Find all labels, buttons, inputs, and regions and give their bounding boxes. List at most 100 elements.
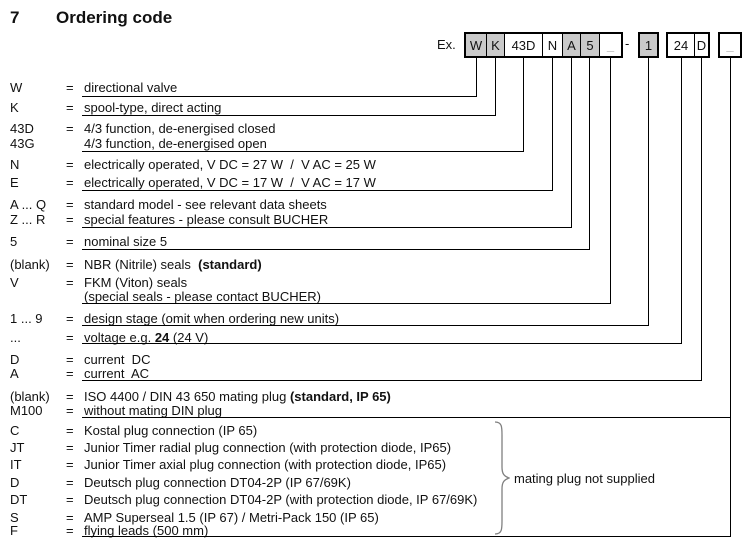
section-number: 7 (10, 8, 20, 27)
description: (special seals - please contact BUCHER) (84, 289, 321, 304)
code-box-group-1: W K 43D N A 5 _ (464, 32, 623, 58)
code: V (10, 275, 19, 290)
connector-line (589, 58, 590, 249)
connector-line (571, 58, 572, 227)
desc-text: directional valve (84, 80, 178, 95)
connector-line (610, 58, 611, 303)
code-row-d-deutsch: D=Deutsch plug connection DT04-2P (IP 67… (10, 475, 351, 490)
code: (blank) (10, 257, 50, 272)
code-row-jt: JT=Junior Timer radial plug connection (… (10, 440, 451, 455)
equals: = (66, 403, 74, 418)
equals: = (66, 423, 74, 438)
description: without mating DIN plug (84, 403, 222, 418)
equals: = (66, 80, 74, 95)
code: DT (10, 492, 28, 507)
code-box-1: 1 (640, 34, 657, 56)
desc-text: nominal size 5 (84, 234, 168, 249)
equals: = (66, 440, 74, 455)
code: IT (10, 457, 22, 472)
mating-plug-note: mating plug not supplied (514, 471, 655, 486)
connector-line (681, 58, 682, 343)
equals: = (66, 234, 74, 249)
code-row-voltage: ...=voltage e.g. 24 (24 V) (10, 330, 208, 345)
code-underline (82, 303, 611, 304)
code-underline (82, 325, 649, 326)
desc-text: Kostal plug connection (IP 65) (84, 423, 258, 438)
brace-icon (492, 421, 511, 540)
code-box-plug-blank: _ (718, 32, 742, 58)
description: special features - please consult BUCHER (84, 212, 328, 227)
code-row-zr: Z ... R = special features - please consul… (10, 212, 328, 227)
desc-text: electrically operated, V DC = 17 W / V A… (84, 175, 376, 190)
equals: = (66, 212, 74, 227)
code-box-d: D (694, 34, 708, 56)
code-row-s: S=AMP Superseal 1.5 (IP 67) / Metri-Pack… (10, 510, 379, 525)
code-row-f: F=flying leads (500 mm) (10, 523, 208, 538)
description: Deutsch plug connection DT04-2P (with pr… (84, 492, 477, 507)
code-box-a: A (562, 34, 580, 56)
code: 1 ... 9 (10, 311, 43, 326)
code-underline (82, 227, 572, 228)
desc-text: Deutsch plug connection DT04-2P (with pr… (84, 492, 478, 507)
code-row-5: 5=nominal size 5 (10, 234, 167, 249)
code-box-k: K (486, 34, 504, 56)
desc-text: voltage e.g. (84, 330, 155, 345)
equals: = (66, 475, 74, 490)
desc-text: (24 V) (169, 330, 209, 345)
code-underline (82, 380, 702, 381)
description: FKM (Viton) seals (84, 275, 187, 290)
code-box-design-stage: 1 (638, 32, 659, 58)
description: ISO 4400 / DIN 43 650 mating plug (stand… (84, 389, 391, 404)
code-row-special-seals: (special seals - please contact BUCHER) (10, 289, 321, 304)
code: F (10, 523, 18, 538)
code-underline (82, 115, 496, 116)
desc-text: spool-type, direct acting (84, 100, 222, 115)
code-row-k: K=spool-type, direct acting (10, 100, 221, 115)
description: spool-type, direct acting (84, 100, 221, 115)
desc-text: ISO 4400 / DIN 43 650 mating plug (84, 389, 290, 404)
desc-text: 4/3 function, de-energised open (84, 136, 267, 151)
code-row-seal-blank: (blank)=NBR (Nitrile) seals (standard) (10, 257, 262, 272)
description: 4/3 function, de-energised open (84, 136, 267, 151)
connector-line (523, 58, 524, 151)
desc-text: current DC (84, 352, 151, 367)
connector-line (730, 58, 731, 536)
code-underline (82, 190, 553, 191)
code-box-24: 24 (673, 37, 689, 53)
code-box-43d: 43D (504, 34, 542, 56)
equals: = (66, 121, 74, 136)
desc-text: standard model - see relevant data sheet… (84, 197, 327, 212)
code: C (10, 423, 20, 438)
description: Junior Timer axial plug connection (with… (84, 457, 446, 472)
equals: = (66, 352, 74, 367)
description: 4/3 function, de-energised closed (84, 121, 276, 136)
equals: = (66, 492, 74, 507)
connector-line (701, 58, 702, 380)
code-underline (82, 536, 731, 537)
code-underline (82, 96, 477, 97)
desc-bold: (standard, IP 65) (289, 389, 391, 404)
equals: = (66, 510, 74, 525)
desc-text: NBR (Nitrile) seals (84, 257, 199, 272)
desc-text: without mating DIN plug (84, 403, 223, 418)
code: Z ... R (10, 212, 46, 227)
code-row-43d: 43D = 4/3 function, de-energised closed (10, 121, 276, 136)
desc-text: FKM (Viton) seals (84, 275, 188, 290)
desc-text: Junior Timer radial plug connection (wit… (84, 440, 452, 455)
example-label: Ex. (437, 37, 456, 52)
code: 43D (10, 121, 34, 136)
equals: = (66, 389, 74, 404)
code: M100 (10, 403, 43, 418)
description: nominal size 5 (84, 234, 167, 249)
code-row-dt: DT = Deutsch plug connection DT04-2P (with… (10, 492, 477, 507)
connector-line (476, 58, 477, 96)
description: voltage e.g. 24 (24 V) (84, 330, 208, 345)
description: design stage (omit when ordering new uni… (84, 311, 339, 326)
desc-text: special features - please consult BUCHER (84, 212, 329, 227)
desc-bold: (standard) (198, 257, 262, 272)
desc-bold: 24 (154, 330, 170, 345)
code: ... (10, 330, 21, 345)
equals: = (66, 100, 74, 115)
code-row-c: C = Kostal plug connection (IP 65) (10, 423, 257, 438)
